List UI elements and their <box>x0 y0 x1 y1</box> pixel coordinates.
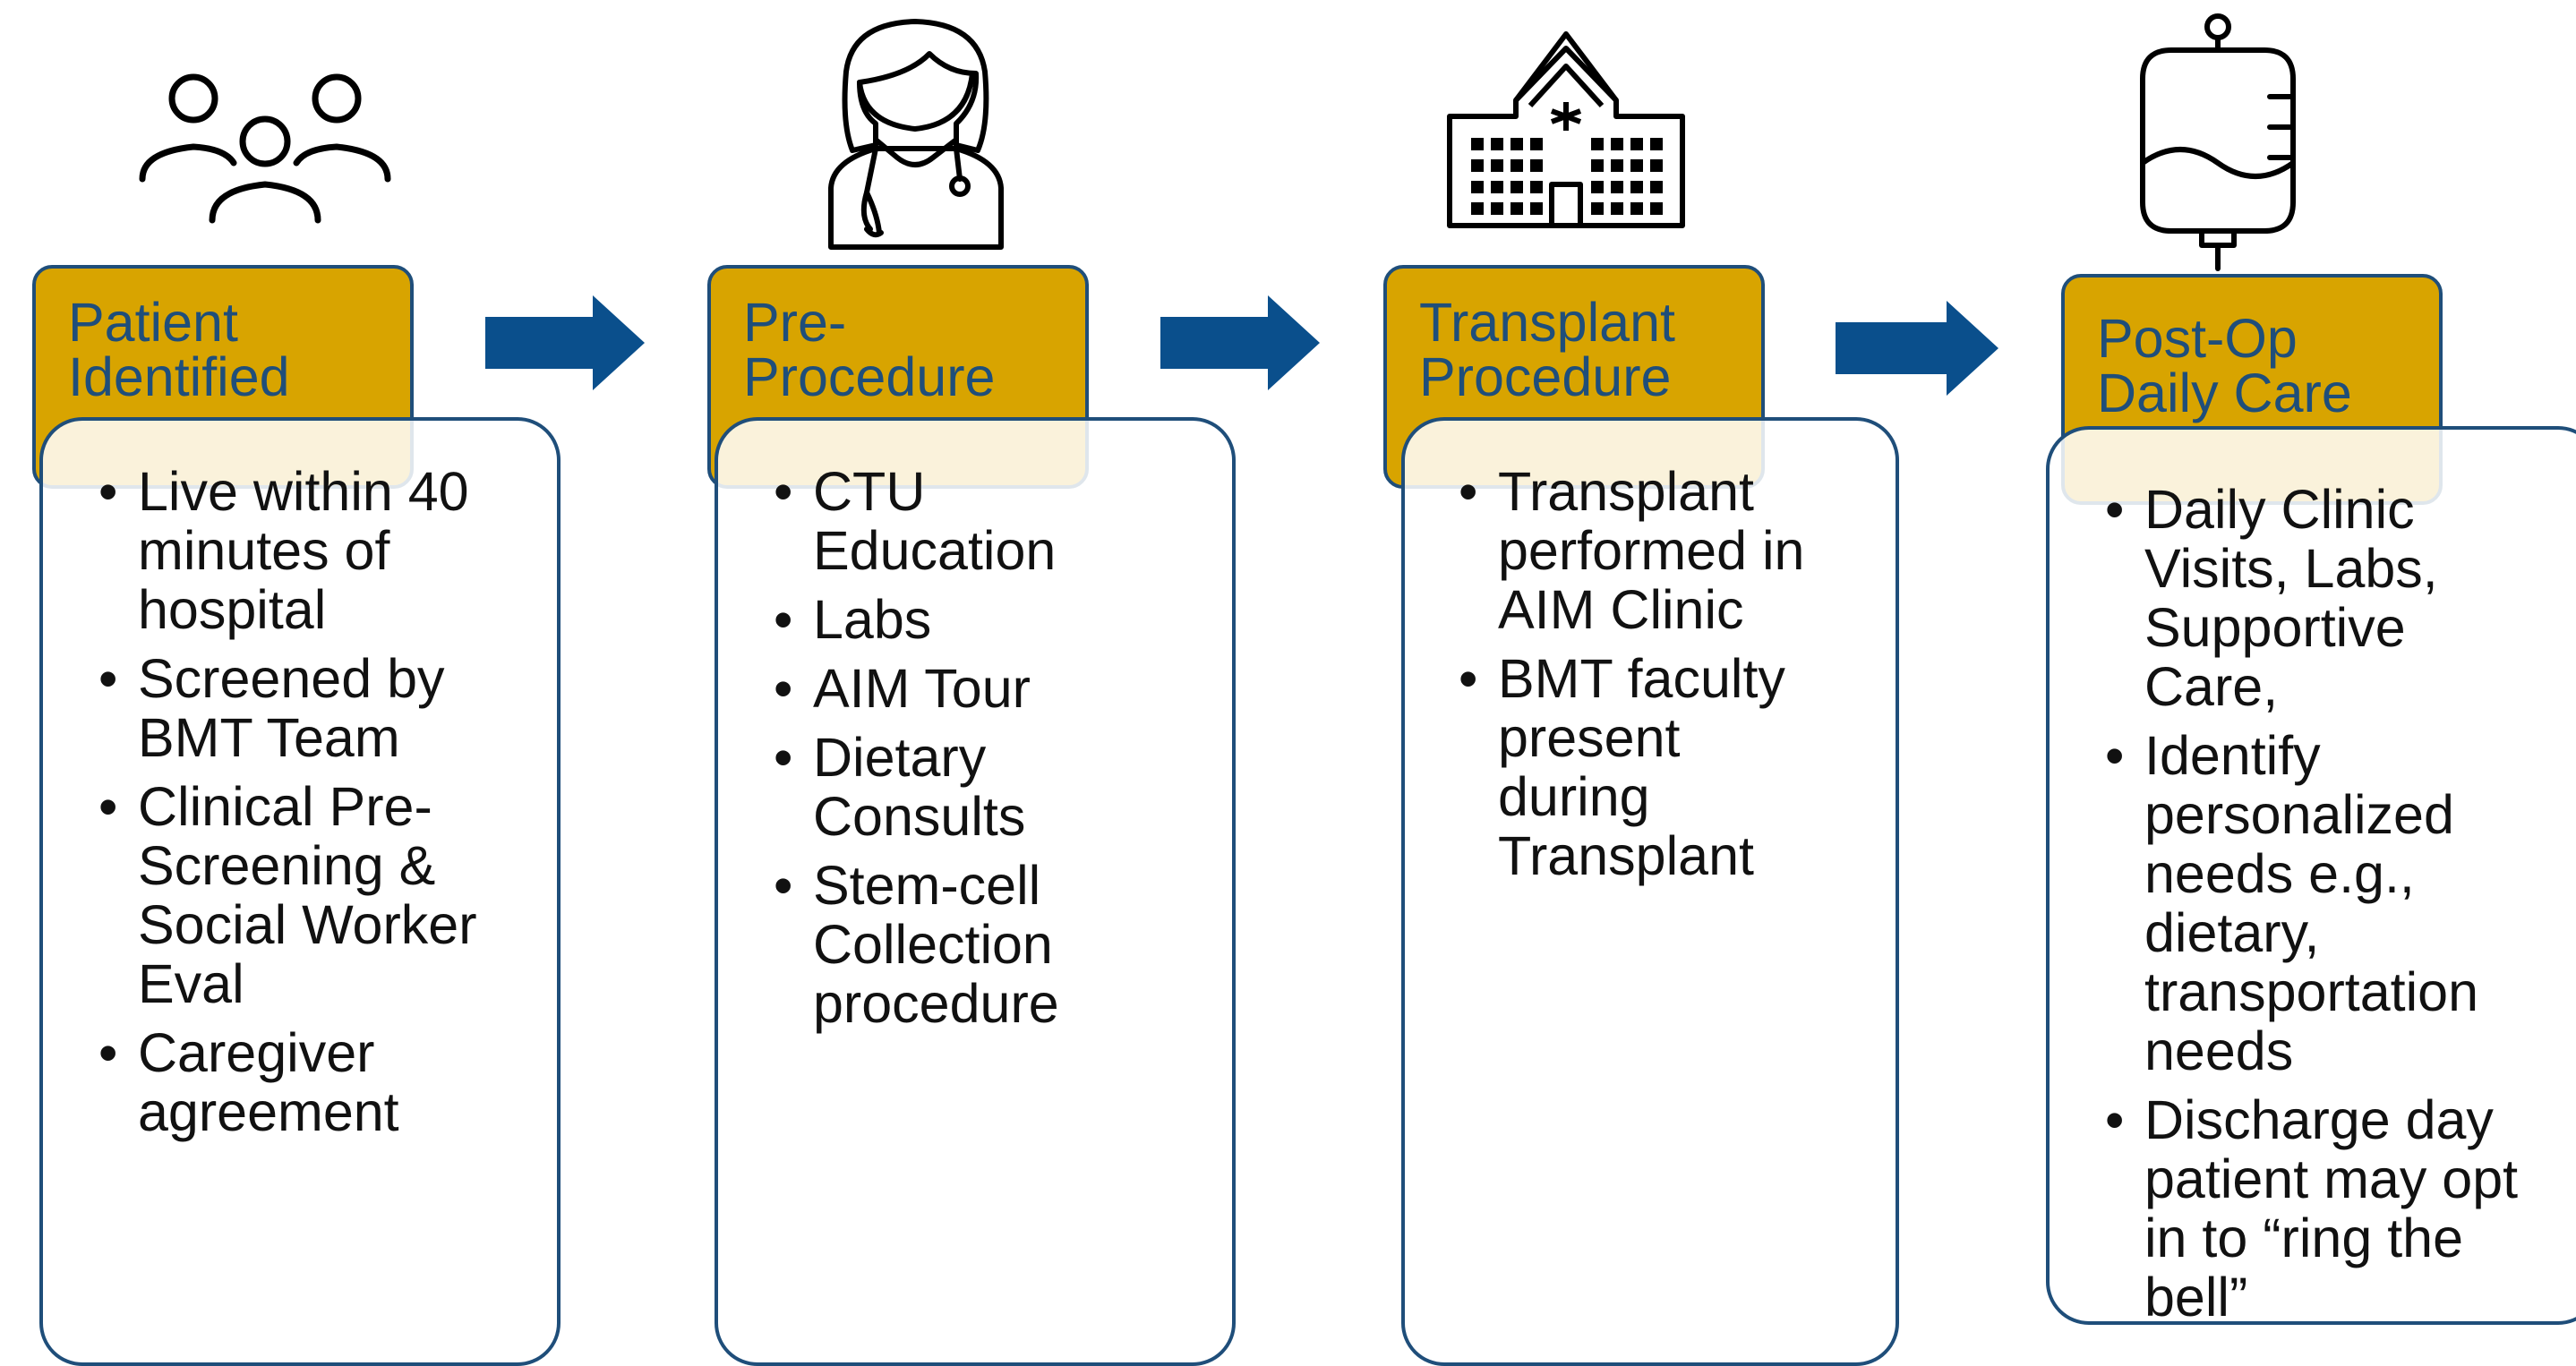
flow-arrow <box>485 295 645 390</box>
iv-bag-icon <box>2135 11 2300 271</box>
stage-title: Pre- Procedure <box>743 292 996 407</box>
flow-arrow <box>1836 301 1998 396</box>
doctor-icon <box>824 18 1007 251</box>
hospital-icon <box>1446 30 1686 228</box>
stage-title: Transplant Procedure <box>1419 292 1675 407</box>
people-group-icon <box>139 70 391 224</box>
flow-arrow <box>1160 295 1320 390</box>
care-pathway-diagram: Patient Identified Pre- Procedure Transp… <box>0 0 2576 1329</box>
list-item: AIM Tour <box>770 659 1236 718</box>
stage-title: Post-Op Daily Care <box>2097 308 2352 423</box>
stage-title: Patient Identified <box>68 292 290 407</box>
list-item: Labs <box>770 590 1236 649</box>
list-item: Clinical Pre-Screening &Social WorkerEva… <box>95 777 561 1013</box>
